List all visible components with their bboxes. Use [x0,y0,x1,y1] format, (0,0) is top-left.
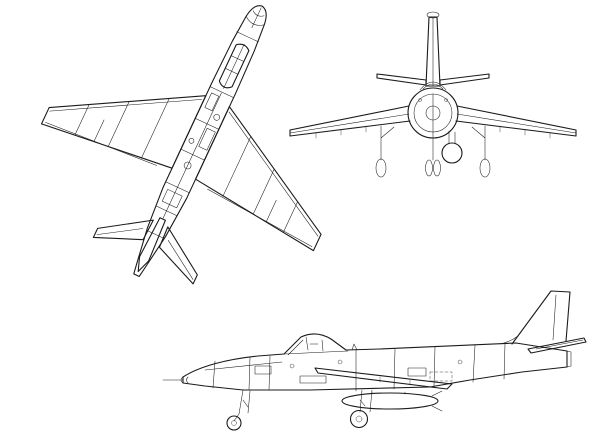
plan-canopy [218,43,250,89]
top-plan-view [40,5,322,285]
plan-fuselage-outline [133,5,267,277]
front-nose-wheel-right [433,159,441,177]
front-gun-port-left [418,98,422,102]
front-gun-port-right [444,98,448,102]
plan-hatch-2 [198,128,216,151]
side-main-wheel [349,409,369,429]
side-fin-fillet [499,335,519,345]
front-main-wheel-right [479,158,491,178]
side-canopy-frames [283,336,349,356]
plan-wing-left [40,95,207,169]
front-main-gear-right [471,125,486,161]
side-intake-lip [180,376,189,384]
side-airbrake-dashed-panel [429,371,453,382]
front-wing-left-midline [289,113,410,134]
side-wing-silhouette [314,367,453,390]
side-main-gear [359,389,373,413]
side-access-port-2 [337,359,343,365]
plan-access-port-1 [213,114,220,121]
side-elevator-line [535,339,584,350]
front-canopy [419,81,447,91]
plan-airbrake-panel [161,189,183,209]
plan-access-port-2 [188,138,195,144]
side-tailplane [527,337,587,354]
plan-tailplane-left [92,219,154,241]
front-tailplane-left [376,73,427,86]
plan-tailplane-right [158,226,198,285]
side-panel-lines [204,343,506,392]
front-view [289,11,577,178]
side-access-port-3 [457,359,463,365]
plan-hatch-1 [204,92,220,111]
front-wing-right-midline [456,113,577,134]
side-nose-wheel [226,415,242,431]
side-nose-gear [233,389,251,422]
side-gun-bay-panel [299,375,327,384]
side-view [162,290,587,431]
side-rudder-line [552,294,557,341]
side-nose-wheel-hub [231,420,237,426]
front-underwing-ticks [315,126,551,139]
plan-spine-line [162,92,222,219]
side-access-port-1 [289,363,295,369]
plan-access-port-3 [183,161,192,170]
side-fuselage-outline [182,333,568,391]
plan-wing-left-details [45,98,203,166]
side-exhaust-nozzle [566,350,572,368]
plan-intake-lip [245,7,265,29]
side-antenna-mast [351,343,358,351]
side-tank-fins [371,390,443,412]
front-tailplane-right [439,73,490,86]
side-main-wheel-hub [355,415,363,423]
plan-wing-right [195,106,322,252]
front-fin [425,16,441,87]
front-tank-pylon [448,130,456,144]
front-main-wheel-left [375,158,387,178]
plan-fuselage-panel-lines [147,31,259,239]
side-fin [511,290,571,345]
side-hatch-2 [407,367,427,377]
front-nose-wheel-left [425,159,433,177]
side-flap-track-ticks [379,376,411,386]
plan-fin [137,217,166,273]
plan-wing-right-details [207,111,319,247]
side-hatch-1 [254,365,272,375]
side-drop-tank [341,392,439,410]
front-main-gear-left [380,125,395,161]
plan-canopy-frames [223,43,245,89]
plan-elevator-lines [96,228,194,280]
front-drop-tank [441,142,463,164]
